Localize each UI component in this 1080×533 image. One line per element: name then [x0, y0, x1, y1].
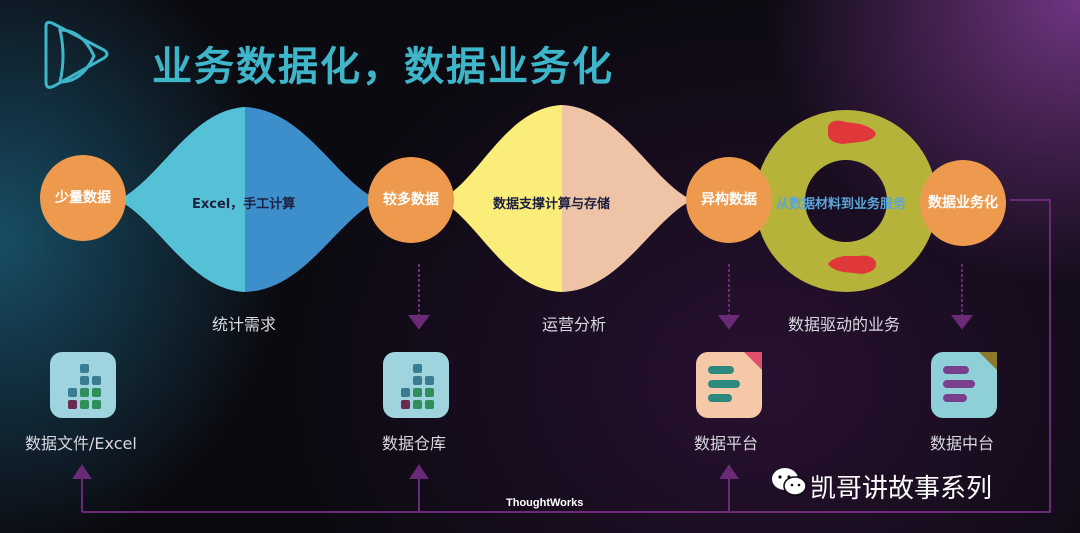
data-platform-icon: [696, 352, 762, 418]
lens-stage-2: [440, 105, 692, 292]
thoughtworks-logo: ThoughtWorks: [506, 497, 584, 509]
data-middle-platform-icon: [931, 352, 997, 418]
tool-label-warehouse: 数据仓库: [382, 434, 447, 453]
red-arrow-right-icon: [828, 120, 876, 144]
caption-data-driven-business: 数据驱动的业务: [788, 315, 901, 334]
data-warehouse-icon: [383, 352, 449, 418]
node-more-data: 较多数据: [368, 157, 454, 243]
tool-label-middle-platform: 数据中台: [930, 434, 995, 453]
stage-label-3: 从数据材料到业务服务: [776, 197, 907, 212]
play-logo-icon: [44, 20, 109, 89]
node-small-data: 少量数据: [40, 155, 126, 241]
data-file-icon: [50, 352, 116, 418]
wechat-icon: [772, 468, 807, 496]
stage-label-2: 数据支撑计算与存储: [493, 197, 611, 212]
stage-label-1: Excel，手工计算: [192, 197, 296, 212]
tool-label-data-file: 数据文件/Excel: [25, 434, 137, 453]
caption-ops-analysis: 运营分析: [542, 315, 607, 334]
node-data-business: 数据业务化: [920, 160, 1006, 246]
down-arrows: [408, 264, 973, 330]
node-heterogeneous-data: 异构数据: [686, 157, 772, 243]
tool-label-platform: 数据平台: [694, 434, 759, 453]
brand-signature: 凯哥讲故事系列: [810, 474, 993, 504]
caption-stats-need: 统计需求: [212, 315, 277, 334]
lens-stage-1: [118, 107, 378, 292]
feedback-loop: [72, 199, 1051, 513]
page-title: 业务数据化，数据业务化: [152, 44, 614, 90]
red-arrow-left-icon: [828, 255, 876, 274]
